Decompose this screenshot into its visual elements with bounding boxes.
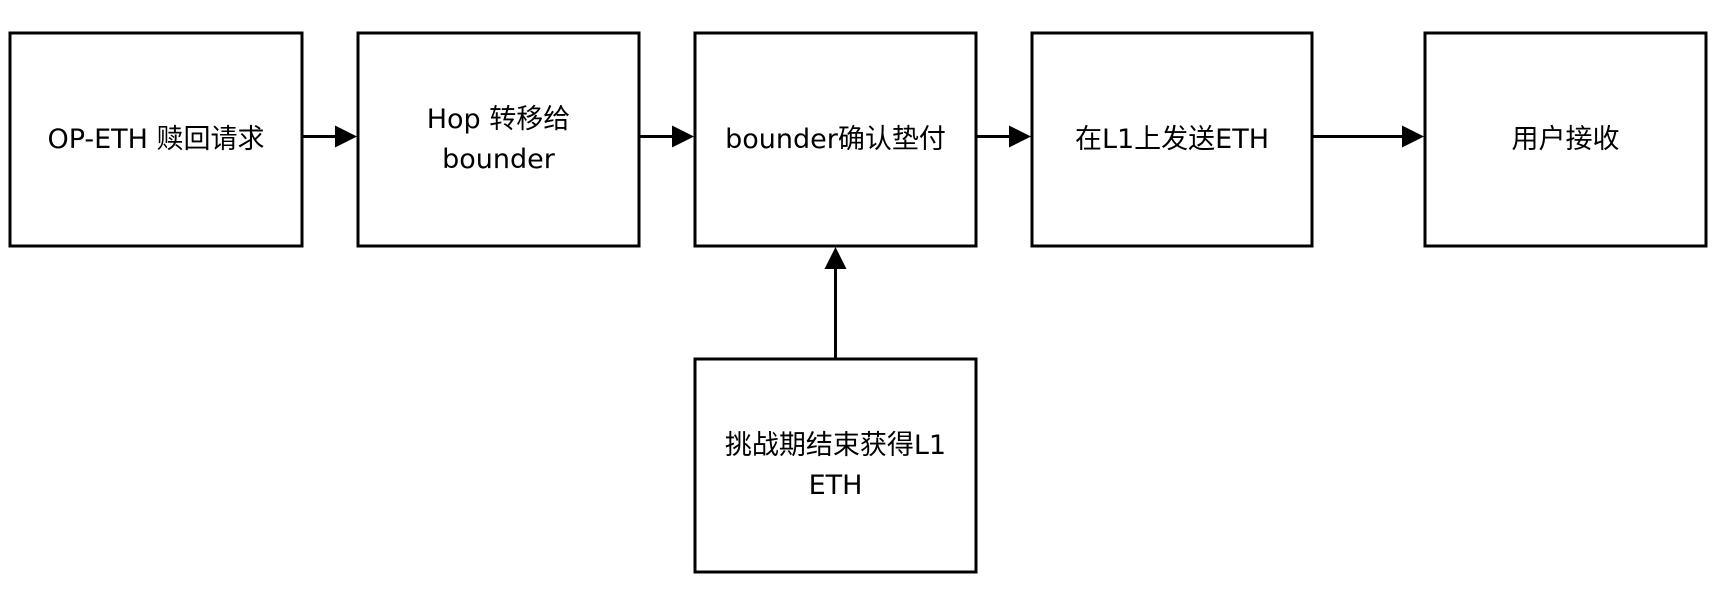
node-label: Hop 转移给 <box>427 104 571 135</box>
node-box <box>1030 31 1314 248</box>
node-box <box>693 31 978 248</box>
edge-hop-transfer-to-bounder-confirm <box>639 125 694 148</box>
node-hop-transfer: Hop 转移给 bounder <box>356 31 641 248</box>
edge-bounder-confirm-to-send-l1 <box>976 125 1031 148</box>
edge-redeem-request-to-hop-transfer <box>302 125 357 148</box>
edge-send-l1-to-user-receive <box>1312 125 1424 148</box>
nodes-layer: OP-ETH 赎回请求 Hop 转移给 bounder bounder确认垫付 在L1上… <box>8 31 1708 574</box>
node-redeem-request: OP-ETH 赎回请求 <box>8 31 304 248</box>
node-box <box>693 357 978 574</box>
node-label: bounder <box>442 144 556 175</box>
node-user-receive: 用户接收 <box>1423 31 1708 248</box>
arrowhead <box>1402 125 1424 148</box>
node-label: 在L1上发送ETH <box>1075 124 1269 155</box>
node-box <box>8 31 304 248</box>
node-label: bounder确认垫付 <box>725 124 946 155</box>
arrowhead <box>1009 125 1031 148</box>
arrowhead <box>335 125 357 148</box>
node-label: OP-ETH 赎回请求 <box>47 124 264 155</box>
edge-challenge-end-to-bounder-confirm <box>824 247 847 359</box>
edges-layer <box>302 125 1424 359</box>
node-label: 用户接收 <box>1512 124 1620 155</box>
node-label: ETH <box>809 470 863 501</box>
arrowhead <box>824 247 847 269</box>
node-send-l1: 在L1上发送ETH <box>1030 31 1314 248</box>
arrowhead <box>672 125 694 148</box>
node-label: 挑战期结束获得L1 <box>725 430 946 461</box>
node-box <box>356 31 641 248</box>
node-box <box>1423 31 1708 248</box>
node-bounder-confirm: bounder确认垫付 <box>693 31 978 248</box>
